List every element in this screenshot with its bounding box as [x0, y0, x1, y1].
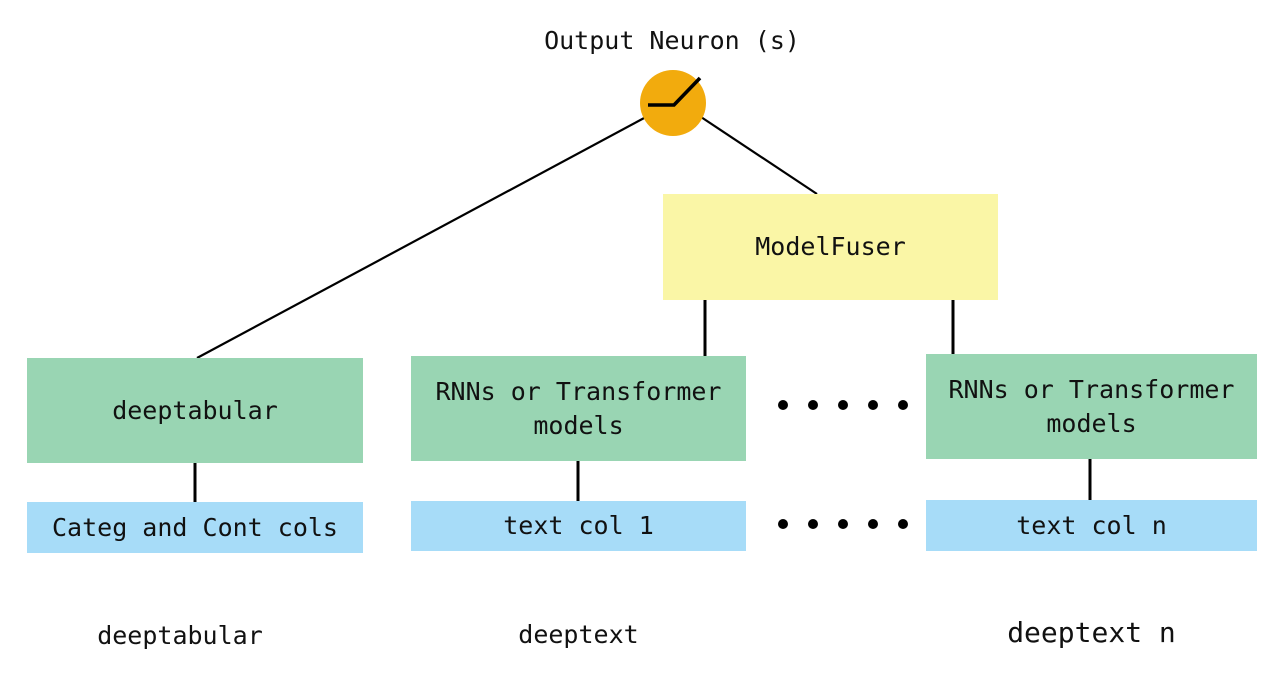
neuron-icon	[640, 70, 706, 136]
caption-deeptext-n: deeptext n	[1007, 616, 1176, 649]
modelfuser-box: ModelFuser	[663, 194, 998, 300]
deeptextn-model-box: RNNs or Transformer models	[926, 354, 1257, 459]
deeptext1-model-box: RNNs or Transformer models	[411, 356, 746, 461]
deeptabular-model-box: deeptabular	[27, 358, 363, 463]
ellipsis-dots-models-icon	[778, 400, 908, 410]
categ-cont-cols-input-box: Categ and Cont cols	[27, 502, 363, 553]
ellipsis-dots-inputs-icon	[778, 519, 908, 529]
caption-deeptext: deeptext	[518, 620, 639, 649]
text-col-1-input-box: text col 1	[411, 501, 746, 551]
caption-deeptabular: deeptabular	[97, 621, 263, 650]
edge-neuron-to-deeptabular	[196, 116, 647, 359]
relu-curve-icon	[648, 76, 702, 107]
edge-neuron-to-modelfuser	[700, 116, 818, 195]
text-col-n-input-box: text col n	[926, 500, 1257, 551]
diagram-title: Output Neuron (s)	[544, 26, 800, 55]
